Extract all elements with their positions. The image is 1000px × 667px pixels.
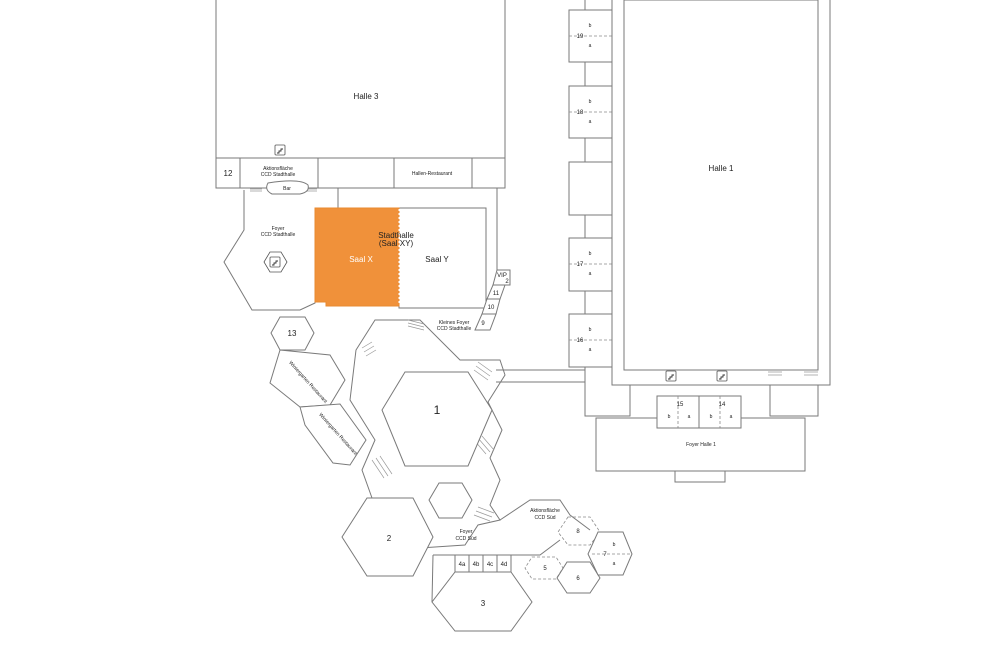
room-18[interactable]: b 18 a <box>568 85 613 139</box>
rooms-4: 4a 4b 4c 4d <box>454 554 512 573</box>
room-19a-label: a <box>589 43 592 49</box>
room-17[interactable]: b 17 a <box>568 237 613 292</box>
room-5-label: 5 <box>543 566 547 572</box>
bar[interactable] <box>266 180 309 195</box>
stairs-icon <box>274 144 286 156</box>
aktion-sued-label-1: Aktionsfläche <box>530 508 560 514</box>
room-2[interactable] <box>341 497 434 577</box>
room-18a-label: a <box>589 119 592 125</box>
room-5[interactable] <box>524 556 564 580</box>
room-7a-label: a <box>613 561 616 567</box>
hallen-restaurant-label: Hallen-Restaurant <box>412 171 453 177</box>
room-2-vip-label: 2 <box>505 279 509 285</box>
room-8-label: 8 <box>576 529 580 535</box>
room-9-label: 9 <box>481 321 485 327</box>
room-14a-label: a <box>730 414 733 420</box>
room-15-label: 15 <box>677 402 684 408</box>
foyer-sued-label-1: Foyer <box>460 529 473 535</box>
room-4a-label: 4a <box>459 562 466 568</box>
aktion-sued-label-2: CCD Süd <box>534 515 555 521</box>
room-8[interactable] <box>557 516 601 546</box>
stairs-icon <box>263 251 288 273</box>
room-12[interactable]: 12 <box>224 169 233 178</box>
room-14[interactable]: 14 b a <box>698 395 742 429</box>
bar-label: Bar <box>283 186 291 192</box>
kleines-foyer-label-1: Kleines Foyer <box>439 320 470 326</box>
room-1-label: 1 <box>434 403 441 417</box>
room-7b-label: b <box>613 542 616 548</box>
halle-1-outer <box>611 0 831 386</box>
room-13[interactable] <box>270 316 315 351</box>
room-18-label: 18 <box>577 110 584 116</box>
aktionsflaeche-stadthalle-label-1: Aktionsfläche <box>263 166 293 172</box>
room-16b-label: b <box>589 327 592 333</box>
room-14-label: 14 <box>719 402 726 408</box>
room-17a-label: a <box>589 271 592 277</box>
room-16-label: 16 <box>577 338 584 344</box>
room-6[interactable] <box>556 561 601 594</box>
stadthalle-label-1: Stadthalle <box>378 231 414 240</box>
room-11-label: 11 <box>493 291 500 297</box>
room-10-label: 10 <box>488 305 495 311</box>
room-3-label: 3 <box>481 599 486 608</box>
room-4c-label: 4c <box>487 562 493 568</box>
room-16a-label: a <box>589 347 592 353</box>
foyer-halle-1-entrance[interactable] <box>674 470 726 483</box>
room-19b-label: b <box>589 23 592 29</box>
room-16[interactable]: b 16 a <box>568 313 613 368</box>
room-15b-label: b <box>668 414 671 420</box>
room-19-label: 19 <box>577 34 584 40</box>
vip-label: VIP <box>497 273 507 279</box>
room-7[interactable] <box>587 531 633 576</box>
hall-1[interactable] <box>623 0 819 371</box>
room-vip-2[interactable]: VIP 2 <box>492 269 511 286</box>
saal-x[interactable] <box>314 207 400 307</box>
room-4d-label: 4d <box>501 562 508 568</box>
room-15[interactable]: 15 b a <box>656 395 700 429</box>
foyer-stadthalle-label-1: Foyer <box>272 226 285 232</box>
stairs-icon <box>716 370 728 382</box>
foyer-halle-1-label: Foyer Halle 1 <box>686 442 716 448</box>
room-2-label: 2 <box>387 534 392 543</box>
room-15a-label: a <box>688 414 691 420</box>
room-1[interactable] <box>381 371 493 467</box>
room-14b-label: b <box>710 414 713 420</box>
saal-y-label: Saal Y <box>425 255 449 264</box>
wintergarten-restaurant-2[interactable] <box>299 403 367 466</box>
room-12-label: 12 <box>224 169 233 178</box>
room-unlabeled-east <box>568 161 613 216</box>
foyer-stadthalle-label-2: CCD Stadthalle <box>261 232 296 238</box>
room-6-label: 6 <box>576 576 580 582</box>
room-4b-label: 4b <box>473 562 480 568</box>
kleines-foyer-label-2: CCD Stadthalle <box>437 326 472 332</box>
room-13-label: 13 <box>288 329 297 338</box>
saal-x-label: Saal X <box>349 255 373 264</box>
hall-3-label: Halle 3 <box>354 92 379 101</box>
hall-1-label: Halle 1 <box>709 164 734 173</box>
aktionsflaeche-stadthalle-label-2: CCD Stadthalle <box>261 172 296 178</box>
hall-3[interactable] <box>215 0 506 189</box>
room-7-label: 7 <box>603 552 607 558</box>
room-9[interactable]: 9 <box>474 313 497 331</box>
room-19[interactable]: b 19 a <box>568 9 613 63</box>
room-17-label: 17 <box>577 262 584 268</box>
small-hex <box>428 482 473 519</box>
room-17b-label: b <box>589 251 592 257</box>
stairs-icon <box>665 370 677 382</box>
foyer-halle-1[interactable] <box>595 417 806 472</box>
room-11[interactable]: 11 <box>486 284 506 300</box>
foyer-sued-label-2: CCD Süd <box>455 536 476 542</box>
room-18b-label: b <box>589 99 592 105</box>
stadthalle-label-2: (Saal XY) <box>379 239 414 248</box>
